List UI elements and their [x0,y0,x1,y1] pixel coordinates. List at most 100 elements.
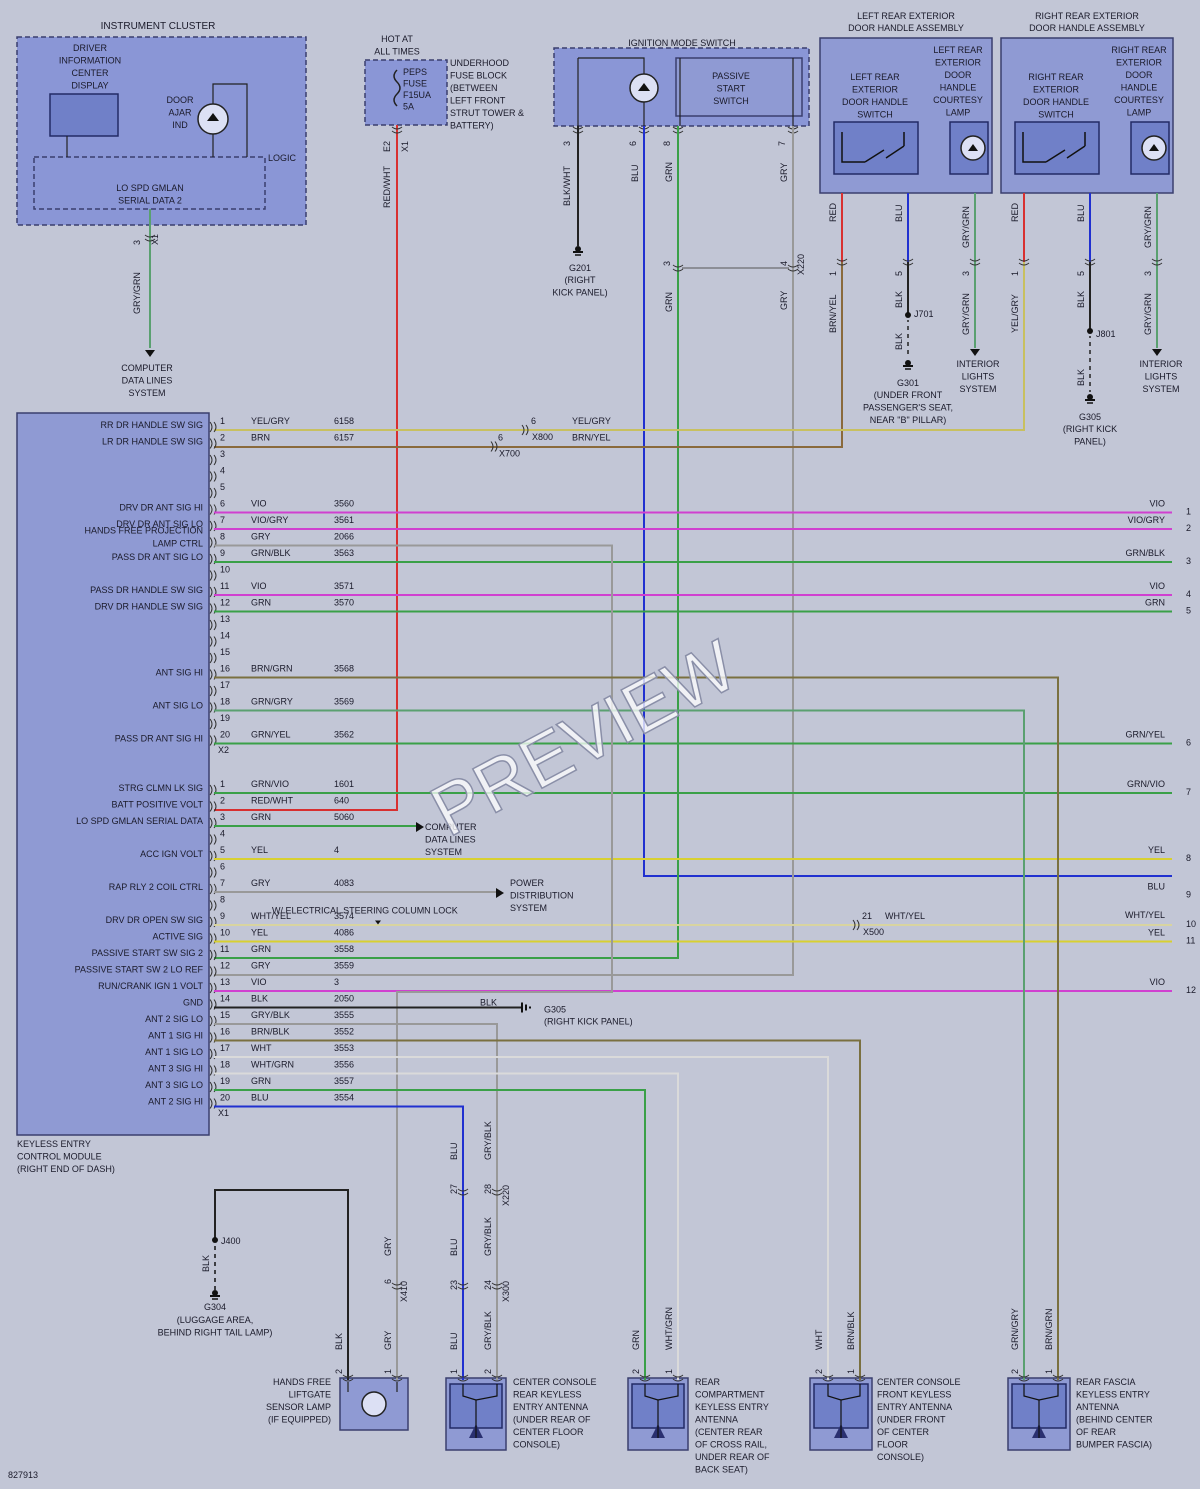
pin-number: 16 [220,1027,230,1037]
wire-label: BLK [334,1333,344,1350]
left-rear-switch-label: LEFT REAR [850,72,900,82]
center-rear-antenna-label: REAR KEYLESS [513,1390,582,1400]
connector-mark [672,1374,684,1382]
signal-name: STRG CLMN LK SIG [118,783,203,793]
center-rear-antenna-label: (UNDER REAR OF [513,1415,591,1425]
wire-grn [214,126,679,959]
wire-label: GRY [779,291,789,310]
conn-label: X1 [400,141,410,152]
pin-number: 1 [220,416,225,426]
edge-ref-number: 7 [1186,787,1191,797]
left-rear-lamp-label: LEFT REAR [933,45,983,55]
wire-label: RED [828,202,838,222]
edge-wire-label: BLU [1147,882,1165,892]
connector-mark [209,619,217,631]
right-rear-switch [1014,121,1100,175]
splice-j701 [905,312,911,318]
wire-gry-blk [214,1023,498,1380]
connector-mark [209,586,217,598]
circuit-number: 3 [334,977,339,987]
edge-wire-label: GRN [1145,598,1165,608]
pin-label: 2 [334,1369,344,1374]
pin-label: 1 [1010,271,1020,276]
circuit-number: 3569 [334,697,354,707]
wire-color-label: GRN/YEL [251,730,291,740]
wire-color-label: YEL/GRY [251,416,290,426]
edge-ref-number: 5 [1186,606,1191,616]
wire-color-label: GRY [251,961,270,971]
ignition-switch-title: IGNITION MODE SWITCH [628,38,736,48]
wire-color-label: BRN/BLK [251,1027,290,1037]
connector-mark [639,1374,651,1382]
rear-compartment-antenna-label: BACK SEAT) [695,1465,748,1475]
wire-wht-grn [214,1072,679,1380]
rear-compartment-antenna-label: KEYLESS ENTRY [695,1402,769,1412]
connector-mark [457,1374,469,1382]
wire-grn-gry [214,709,1025,1380]
connector-mark [209,487,217,499]
right-rear-lamp-label: DOOR [1126,70,1154,80]
wire-color-label: VIO/GRY [251,515,288,525]
pin-number: 20 [220,730,230,740]
wire-color-label: GRN/BLK [251,548,291,558]
circuit-number: 3552 [334,1027,354,1037]
circuit-number: 2050 [334,994,354,1004]
left-rear-title: LEFT REAR EXTERIOR [857,11,955,21]
wire-brn [214,262,843,448]
wire-grn [214,1089,646,1380]
pin-number: 5 [220,845,225,855]
edge-wire-label: WHT/YEL [1125,910,1165,920]
pin-label: 5 [894,271,904,276]
center-front-antenna-label: FLOOR [877,1440,909,1450]
wire-color-label: GRY [251,878,270,888]
dic-display [49,93,119,137]
wire-color-label: WHT/YEL [251,911,291,921]
signal-name: DRV DR HANDLE SW SIG [95,602,203,612]
wire-label: BLU [894,204,904,222]
wire-label: BRN/BLK [846,1311,856,1350]
wire-color-label: BLK [251,994,268,1004]
circuit-number: 4083 [334,878,354,888]
hot-at-all-times: ALL TIMES [374,47,420,57]
pin-number: 19 [220,713,230,723]
wire-label: BLU [449,1238,459,1256]
connector-mark [1018,1374,1030,1382]
connector-mark [209,570,217,581]
center-rear-antenna-label: ENTRY ANTENNA [513,1402,588,1412]
pin-number: 3 [220,449,225,459]
connector-mark [209,520,217,532]
dic-label: INFORMATION [59,56,121,66]
door-ajar-label: DOOR [167,95,195,105]
circuit-number: 3568 [334,664,354,674]
kecm-label: CONTROL MODULE [17,1152,102,1162]
splice-label: J701 [914,309,934,319]
splice-j400 [212,1237,218,1243]
wire-gry [214,126,794,976]
ic-logic-label: LOGIC [268,153,297,163]
wire-brn-blk [214,1039,861,1380]
pin-label: 1 [828,271,838,276]
kecm-label: KEYLESS ENTRY [17,1139,91,1149]
connector-mark [209,471,217,482]
wire-color-label: WHT/GRN [251,1060,294,1070]
ground-label: G301 [897,378,919,388]
computer-data-lines-label: COMPUTER [121,363,173,373]
wire-label: BLU [449,1332,459,1350]
pin-label: 28 [483,1184,493,1194]
edge-wire-label: VIO [1149,977,1165,987]
connector-mark [209,1081,217,1093]
signal-name: ACC IGN VOLT [140,849,203,859]
conn-label: X500 [863,927,884,937]
connector-mark [457,1188,469,1196]
edge-ref-number: 9 [1186,890,1191,900]
rear-compartment-antenna-label: COMPARTMENT [695,1390,765,1400]
wire-gry [214,544,613,1380]
pin-label: 6 [628,141,638,146]
ground-label: G201 [569,263,591,273]
connector-mark [209,834,217,845]
edge-wire-label: YEL [1148,845,1165,855]
edge-ref-number: 3 [1186,556,1191,566]
wire-label: GRY/GRN [961,293,971,335]
wire-red-wht [214,125,398,811]
pin-label: 3 [1143,271,1153,276]
